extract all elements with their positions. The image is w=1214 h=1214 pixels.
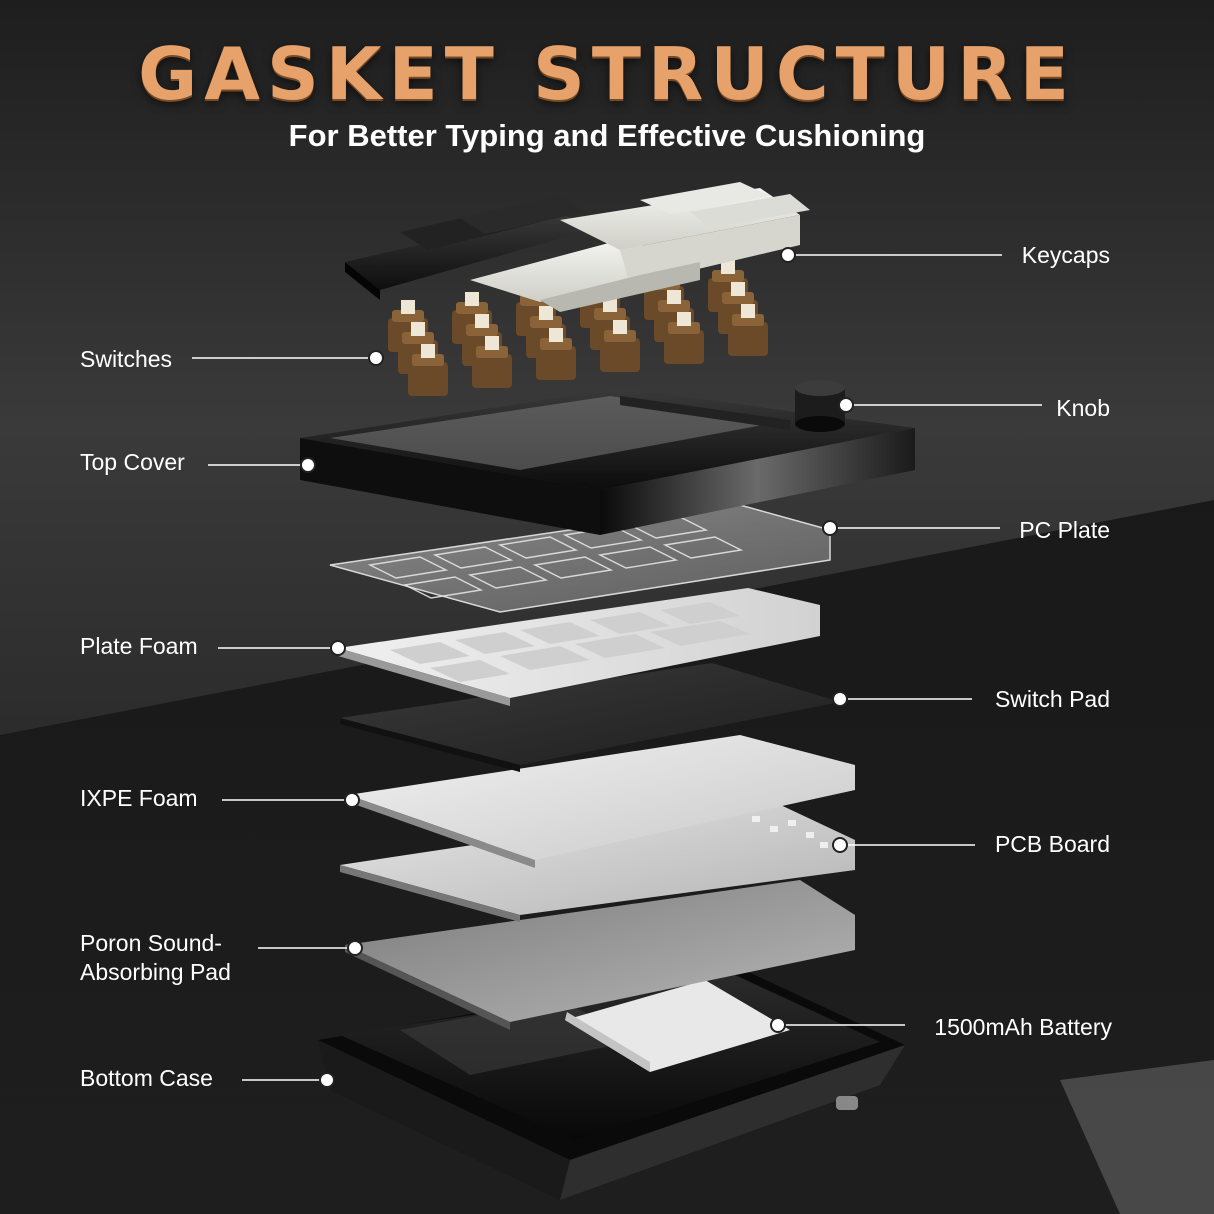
switch	[408, 344, 448, 396]
label-battery: 1500mAh Battery	[934, 1014, 1112, 1040]
label-pcb-board: PCB Board	[994, 831, 1110, 857]
page-subtitle: For Better Typing and Effective Cushioni…	[288, 118, 926, 153]
label-switch-pad: Switch Pad	[994, 686, 1110, 712]
keycaps-illustration	[345, 182, 810, 312]
knob-marker	[838, 397, 854, 413]
leader-dots	[300, 247, 854, 1088]
label-bottom-case: Bottom Case	[80, 1065, 213, 1091]
switches-marker	[368, 350, 384, 366]
plate-foam-illustration	[338, 588, 820, 706]
label-top-cover: Top Cover	[80, 449, 185, 475]
poron-pad-illustration	[345, 880, 855, 1030]
label-poron-pad: Poron Sound- Absorbing Pad	[80, 929, 231, 987]
switch	[472, 336, 512, 388]
pcb-board-illustration	[340, 800, 855, 922]
plate-foam-marker	[330, 640, 346, 656]
pc-plate-marker	[822, 520, 838, 536]
switch	[600, 320, 640, 372]
label-keycaps: Keycaps	[1021, 242, 1110, 268]
page-title: GASKET STRUCTURE	[138, 32, 1076, 116]
knob-illustration	[795, 380, 845, 432]
switch-pad-marker	[832, 691, 848, 707]
label-pc-plate: PC Plate	[1019, 517, 1110, 543]
label-poron-line1: Poron Sound-	[80, 930, 222, 956]
switches-illustration	[388, 260, 768, 396]
top-cover-illustration	[300, 388, 915, 535]
switch	[664, 312, 704, 364]
label-poron-line2: Absorbing Pad	[80, 959, 231, 985]
battery-marker	[770, 1017, 786, 1033]
leader-lines	[192, 254, 1042, 1081]
pcb-board-marker	[832, 837, 848, 853]
ixpe-foam-illustration	[348, 735, 855, 868]
desk-edge	[1060, 1060, 1214, 1214]
ixpe-foam-marker	[344, 792, 360, 808]
poron-pad-marker	[347, 940, 363, 956]
label-plate-foam: Plate Foam	[80, 633, 198, 659]
switch	[728, 304, 768, 356]
switch	[536, 328, 576, 380]
label-knob: Knob	[1056, 395, 1110, 421]
bottom-case-marker	[319, 1072, 335, 1088]
top-cover-marker	[300, 457, 316, 473]
switch-pad-illustration	[340, 663, 840, 772]
label-ixpe-foam: IXPE Foam	[80, 785, 198, 811]
battery-illustration	[565, 980, 790, 1072]
keycaps-marker	[780, 247, 796, 263]
label-switches: Switches	[80, 346, 173, 372]
